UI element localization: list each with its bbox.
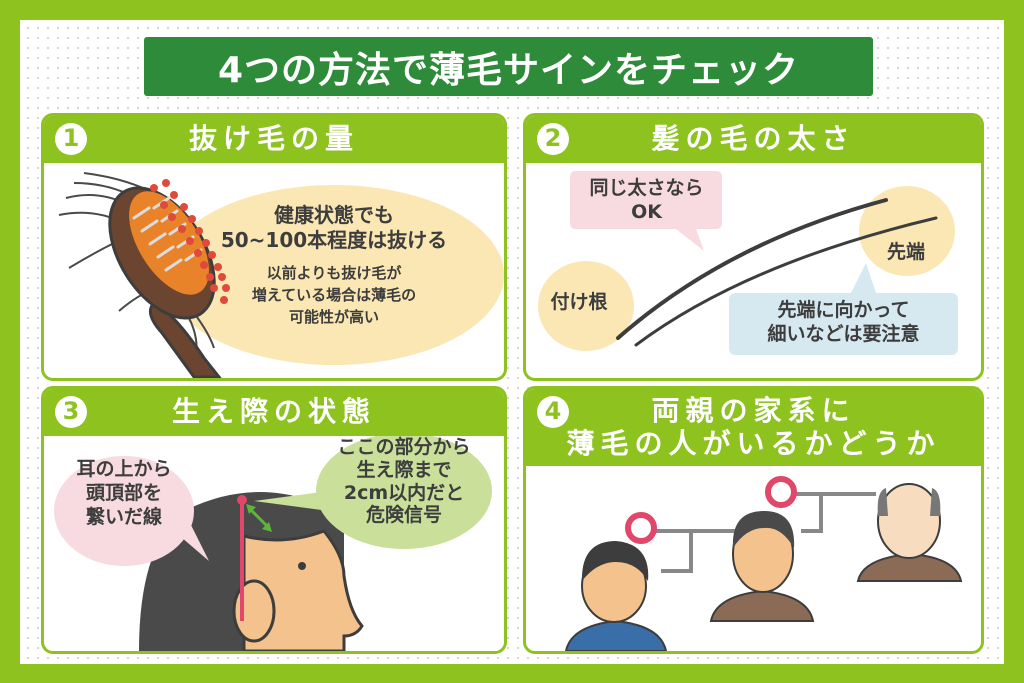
card-header: 4 両親の家系に 薄毛の人がいるかどうか [526, 389, 981, 466]
card-heading: 生え際の状態 [171, 395, 376, 429]
card-heading: 抜け毛の量 [188, 122, 359, 156]
card-body: 同じ太さなら OK 付け根 先端 先端に向かって 細いなどは要注意 [526, 163, 981, 378]
root-label: 付け根 [550, 291, 608, 313]
danger-line: 危険信号 [365, 504, 442, 527]
number-badge: 2 [537, 123, 569, 155]
card-hair-loss-amount: 1 抜け毛の量 [41, 113, 507, 381]
tip-label: 先端 [886, 241, 925, 263]
danger-line: 生え際まで [356, 458, 452, 481]
same-thickness-line: 同じ太さなら [589, 177, 704, 199]
line-label-line: 繋いだ線 [85, 505, 162, 528]
sub-text-line: 可能性が高い [288, 307, 379, 326]
card-heading-line: 薄毛の人がいるかどうか [566, 426, 941, 460]
line-label-line: 頭頂部を [85, 481, 162, 504]
hairbrush-icon [58, 172, 504, 378]
hair-strands-icon [538, 171, 958, 355]
card-hair-thickness: 2 髪の毛の太さ 同じ太さなら OK 付け根 先端 先端に向かって 細いなどは要… [523, 113, 984, 381]
card-heading-line: 両親の家系に [651, 394, 856, 428]
card-body: 耳の上から 頭頂部を 繋いだ線 ここの部分から 生え際まで 2cm以内だと 危険… [44, 436, 504, 651]
card-header: 3 生え際の状態 [44, 389, 504, 436]
number-badge: 4 [537, 396, 569, 428]
number-badge: 1 [55, 123, 87, 155]
danger-line: 2cm以内だと [343, 481, 465, 504]
card-family-history: 4 両親の家系に 薄毛の人がいるかどうか [523, 386, 984, 654]
head-profile-icon [54, 436, 492, 651]
card-header: 2 髪の毛の太さ [526, 116, 981, 163]
main-text-line: 50~100本程度は抜ける [220, 228, 448, 252]
main-text-line: 健康状態でも [274, 203, 394, 227]
page-title-text: 4つの方法で薄毛サインをチェック [217, 49, 800, 91]
family-tree-icon [564, 476, 963, 651]
page-title: 4つの方法で薄毛サインをチェック [144, 37, 873, 96]
caution-line: 細いなどは要注意 [767, 322, 920, 345]
caution-line: 先端に向かって [777, 299, 910, 321]
card-header: 1 抜け毛の量 [44, 116, 504, 163]
card-hairline-condition: 3 生え際の状態 耳の上から 頭頂部を [41, 386, 507, 654]
card-body: 健康状態でも 50~100本程度は抜ける 以前よりも抜け毛が 増えている場合は薄… [44, 163, 504, 378]
number-badge: 3 [55, 396, 87, 428]
sub-text-line: 以前よりも抜け毛が [266, 264, 402, 282]
sub-text-line: 増えている場合は薄毛の [251, 285, 417, 304]
line-label-line: 耳の上から [76, 458, 172, 480]
card-heading: 髪の毛の太さ [651, 122, 856, 156]
danger-line: ここの部分から [337, 436, 471, 458]
card-body [526, 466, 981, 651]
same-thickness-line: OK [631, 200, 662, 223]
